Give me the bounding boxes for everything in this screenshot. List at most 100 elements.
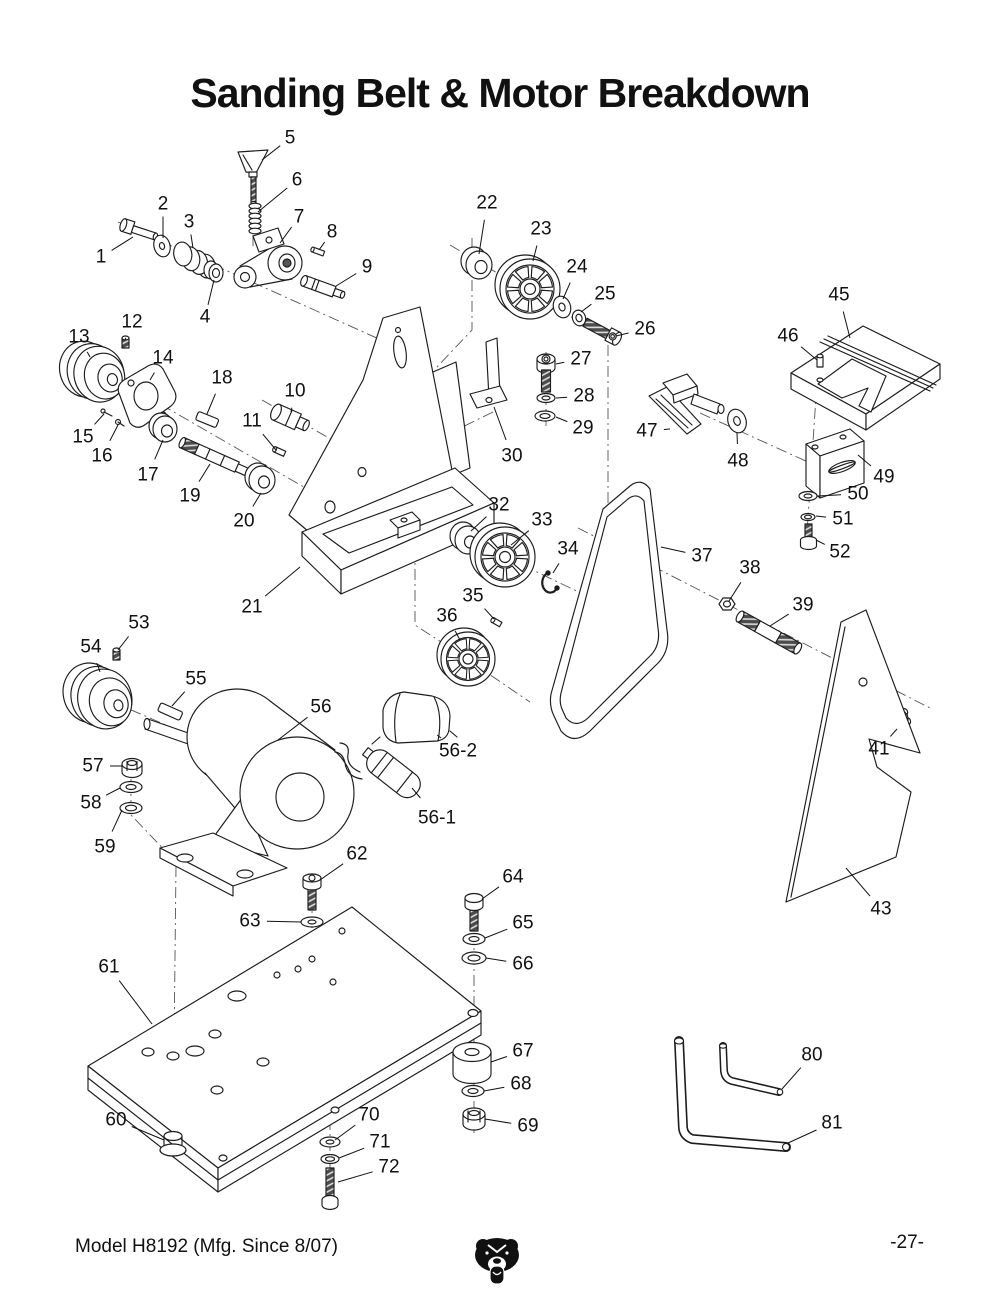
part-number: 62 <box>346 844 367 865</box>
part-number: 21 <box>241 597 262 618</box>
leader-line <box>615 332 629 337</box>
leader-line <box>338 1147 365 1159</box>
callout-51: 51 <box>815 509 854 530</box>
leader-line <box>510 530 530 546</box>
callout-56-1: 56-1 <box>411 787 456 829</box>
leader-line <box>171 691 186 707</box>
part-number: 67 <box>512 1041 533 1062</box>
part-hex-wrench-80 <box>718 1042 784 1096</box>
callout-48: 48 <box>727 432 749 472</box>
callout-16: 16 <box>91 424 119 467</box>
part-spring-6 <box>248 202 262 235</box>
leader-line <box>257 187 288 213</box>
part-bearing-22 <box>460 246 493 280</box>
part-belt-guard-bracket <box>469 337 508 409</box>
footer-page-number: -27- <box>890 1232 924 1253</box>
part-table-bracket-49 <box>805 428 865 499</box>
leader-line <box>478 219 485 255</box>
callout-52: 52 <box>815 539 851 563</box>
leader-line <box>781 1067 802 1090</box>
callout-38: 38 <box>728 558 761 602</box>
part-number: 50 <box>847 484 868 505</box>
leader-line <box>436 734 442 739</box>
callout-63: 63 <box>239 911 302 932</box>
part-number: 53 <box>128 613 149 634</box>
part-number: 48 <box>727 451 748 472</box>
callout-70: 70 <box>334 1105 380 1141</box>
callout-5: 5 <box>261 128 295 161</box>
leader-line <box>111 236 134 251</box>
part-hex-bolt-62 <box>302 873 322 911</box>
part-lock-lever-47 <box>648 373 725 435</box>
part-number: 59 <box>94 837 115 858</box>
part-number: 68 <box>510 1074 531 1095</box>
part-number: 56 <box>310 697 331 718</box>
callout-8: 8 <box>318 222 337 251</box>
callout-33: 33 <box>510 510 553 546</box>
leader-line <box>493 406 507 441</box>
part-tension-arm-7 <box>233 227 303 289</box>
part-number: 27 <box>570 349 591 370</box>
part-number: 57 <box>82 756 103 777</box>
part-number: 34 <box>557 539 579 560</box>
part-tracking-wheel-33 <box>469 522 536 588</box>
part-hex-wrench-81 <box>673 1036 791 1152</box>
leader-line <box>842 311 851 339</box>
leader-line <box>800 346 818 361</box>
leader-line <box>555 396 568 399</box>
callout-67: 67 <box>490 1041 534 1063</box>
callout-26: 26 <box>615 319 656 340</box>
part-coupling-10 <box>270 403 310 432</box>
leader-line <box>481 886 500 900</box>
part-number: 3 <box>184 212 195 233</box>
leader-line <box>470 516 487 532</box>
part-number: 69 <box>517 1116 538 1137</box>
part-number: 81 <box>821 1113 842 1134</box>
part-number: 10 <box>284 381 305 402</box>
part-number: 11 <box>242 411 262 432</box>
callout-81: 81 <box>787 1113 843 1144</box>
footer-model-text: Model H8192 (Mfg. Since 8/07) <box>75 1236 338 1257</box>
part-drive-wheel-36 <box>436 627 496 687</box>
part-key-18 <box>195 411 220 428</box>
part-number: 14 <box>152 348 174 369</box>
callout-47: 47 <box>636 421 671 442</box>
part-lock-washer-58 <box>119 780 143 794</box>
leader-line <box>552 563 560 574</box>
leader-line <box>484 608 495 620</box>
leader-line <box>728 582 742 602</box>
callout-56: 56 <box>277 697 332 741</box>
callout-17: 17 <box>137 439 164 486</box>
part-motor-56 <box>159 688 355 897</box>
callout-57: 57 <box>82 756 122 777</box>
part-capacitor-56-1 <box>334 742 421 799</box>
part-hex-bolt-64 <box>464 892 484 932</box>
leader-line <box>769 613 789 627</box>
part-set-screw-35 <box>490 617 503 628</box>
leader-line <box>207 279 215 306</box>
part-number: 60 <box>105 1110 126 1131</box>
part-number: 56-1 <box>418 808 456 829</box>
leader-line <box>154 439 164 460</box>
part-number: 19 <box>179 486 200 507</box>
part-flat-washer-66 <box>461 951 487 965</box>
part-side-cover <box>785 609 921 903</box>
leader-line <box>484 1118 512 1124</box>
part-thumb-screw-5 <box>237 149 269 206</box>
leader-line <box>319 863 344 881</box>
callout-41: 41 <box>868 728 898 760</box>
callout-28: 28 <box>555 386 595 407</box>
leader-line <box>262 433 277 451</box>
part-hex-bolt-1 <box>119 218 159 241</box>
part-number: 24 <box>566 257 588 278</box>
part-washer-63 <box>300 916 324 928</box>
part-number: 7 <box>294 207 305 228</box>
callout-59: 59 <box>94 809 123 858</box>
callout-71: 71 <box>338 1132 391 1159</box>
callout-14: 14 <box>149 348 174 381</box>
callout-49: 49 <box>857 454 895 488</box>
leader-line <box>86 351 91 358</box>
leader-line <box>105 787 121 796</box>
part-lock-washer-71 <box>320 1153 340 1165</box>
